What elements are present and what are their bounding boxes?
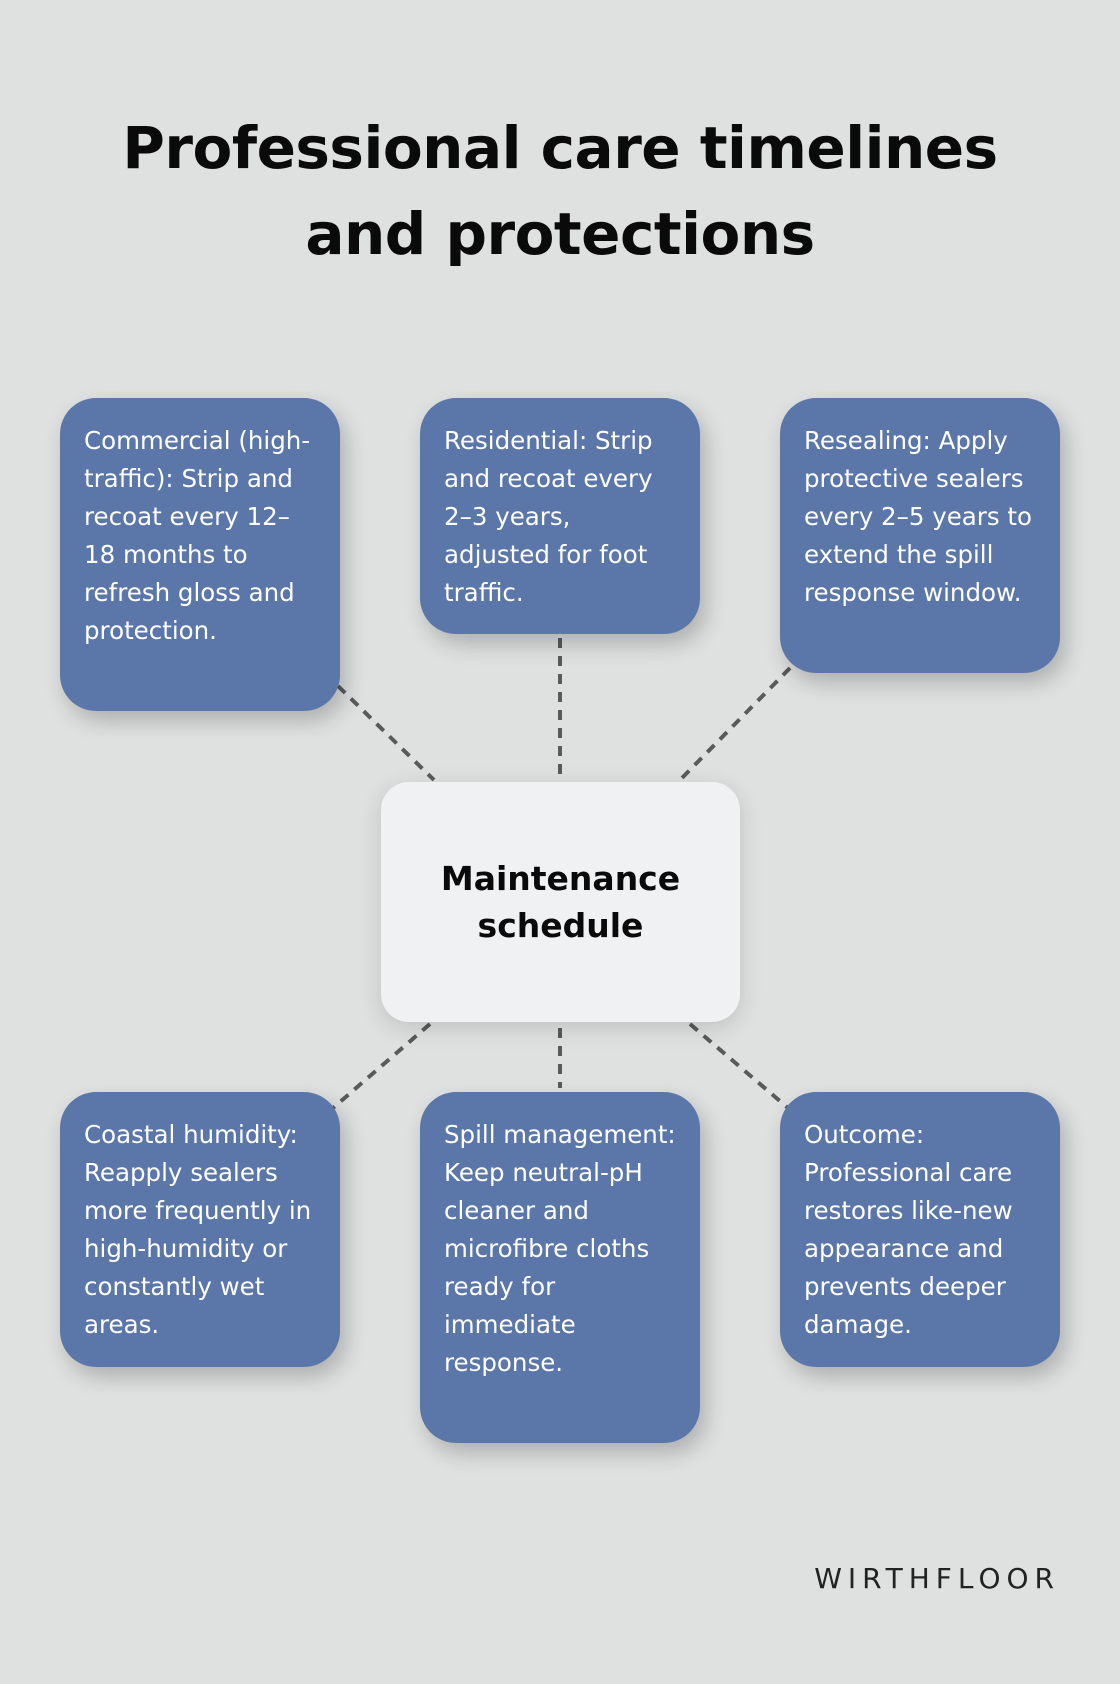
center-node: Maintenance schedule: [381, 782, 740, 1022]
node-commercial: Commercial (high-traffic): Strip and rec…: [60, 398, 340, 711]
connector-commercial: [336, 684, 436, 782]
node-coastal-humidity-text: Coastal humidity: Reapply sealers more f…: [84, 1120, 312, 1339]
node-residential-text: Residential: Strip and recoat every 2–3 …: [444, 426, 653, 607]
node-outcome: Outcome: Professional care restores like…: [780, 1092, 1060, 1367]
connector-outcome: [688, 1022, 790, 1110]
brand-logo: WIRTHFLOOR: [814, 1562, 1060, 1595]
title-line-2: and protections: [305, 200, 815, 268]
connector-resealing: [678, 666, 792, 782]
title-line-1: Professional care timelines: [122, 114, 998, 182]
node-outcome-text: Outcome: Professional care restores like…: [804, 1120, 1013, 1339]
node-commercial-text: Commercial (high-traffic): Strip and rec…: [84, 426, 311, 645]
node-residential: Residential: Strip and recoat every 2–3 …: [420, 398, 700, 634]
page-title: Professional care timelines and protecti…: [0, 105, 1120, 277]
node-spill-management-text: Spill management: Keep neutral-pH cleane…: [444, 1120, 676, 1377]
center-node-label: Maintenance schedule: [440, 859, 681, 945]
connector-coastal: [331, 1022, 432, 1110]
node-coastal-humidity: Coastal humidity: Reapply sealers more f…: [60, 1092, 340, 1367]
node-spill-management: Spill management: Keep neutral-pH cleane…: [420, 1092, 700, 1443]
node-resealing: Resealing: Apply protective sealers ever…: [780, 398, 1060, 673]
node-resealing-text: Resealing: Apply protective sealers ever…: [804, 426, 1033, 607]
